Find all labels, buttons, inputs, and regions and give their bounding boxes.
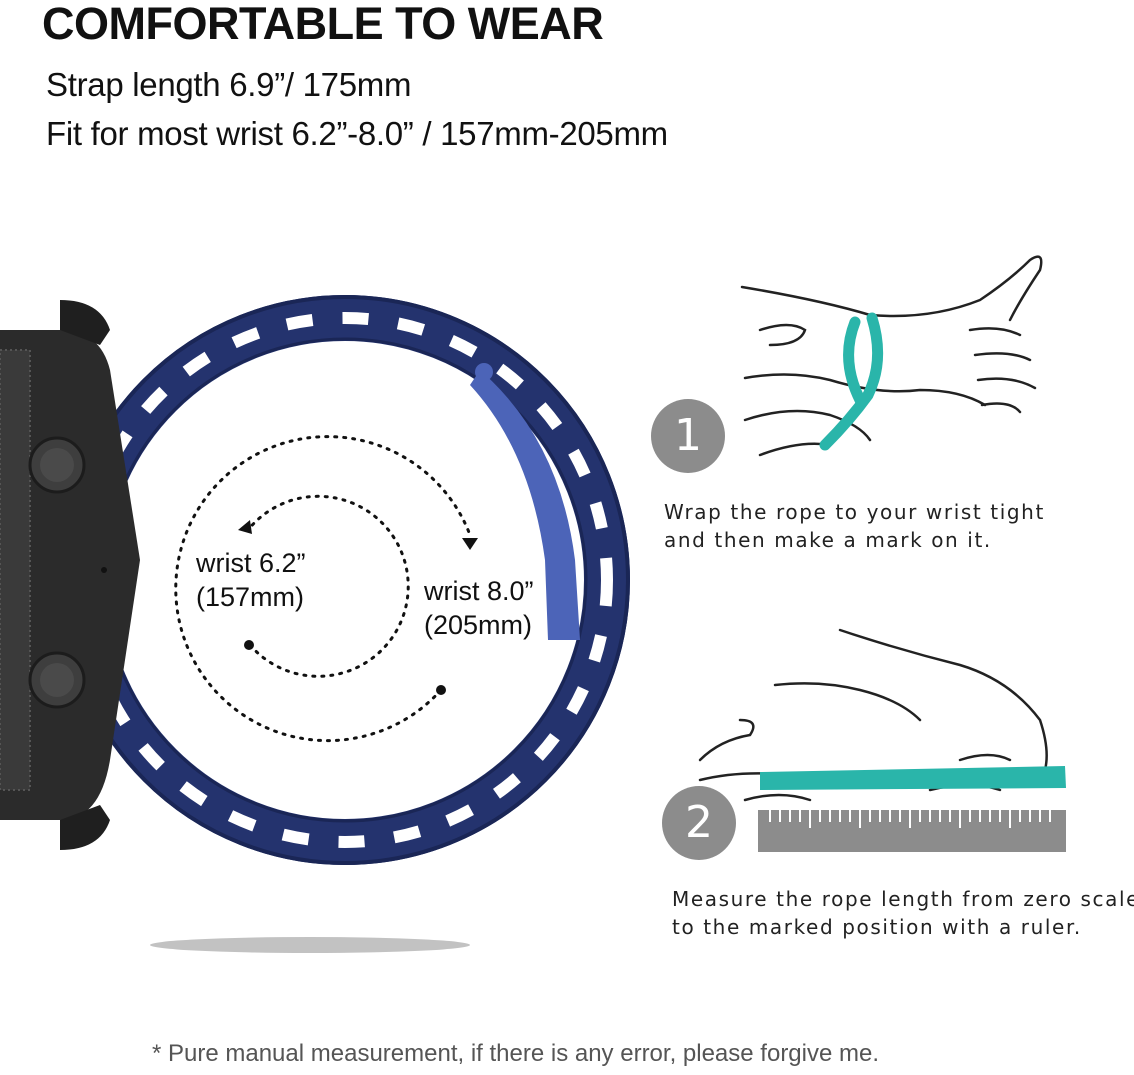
fit-range-text: Fit for most wrist 6.2”-8.0” / 157mm-205… [46, 115, 668, 152]
page-title: COMFORTABLE TO WEAR [42, 0, 604, 49]
step-1-line-2: and then make a mark on it. [664, 528, 992, 552]
footer-note: * Pure manual measurement, if there is a… [152, 1040, 880, 1067]
watch-shadow [150, 937, 470, 953]
wrist-size-arrows [174, 435, 472, 743]
step1-wrist-sketch [740, 255, 1043, 457]
step-2-badge: 2 [662, 786, 736, 860]
step1-rope [819, 312, 884, 451]
arrow-heads [238, 520, 478, 695]
step-1-line-1: Wrap the rope to your wrist tight [664, 500, 1045, 524]
step-2-instructions: Measure the rope length from zero scale … [672, 885, 1134, 941]
strap-length-text: Strap length 6.9”/ 175mm [46, 66, 412, 103]
small-wrist-label: wrist 6.2” (157mm) [196, 546, 306, 614]
watch-band-image [60, 295, 630, 865]
step-1-badge: 1 [651, 399, 725, 473]
large-wrist-label: wrist 8.0” (205mm) [424, 574, 534, 642]
step-1-instructions: Wrap the rope to your wrist tight and th… [664, 498, 1045, 554]
step-2-line-1: Measure the rope length from zero scale [672, 887, 1134, 911]
step2-rope [760, 766, 1066, 790]
small-wrist-inches: wrist 6.2” [196, 548, 306, 578]
large-wrist-mm: (205mm) [424, 610, 533, 640]
small-wrist-mm: (157mm) [196, 582, 305, 612]
step-2-line-2: to the marked position with a ruler. [672, 915, 1082, 939]
ruler-ticks [769, 810, 1051, 828]
watch-head-image [0, 300, 140, 850]
large-wrist-inches: wrist 8.0” [424, 576, 534, 606]
